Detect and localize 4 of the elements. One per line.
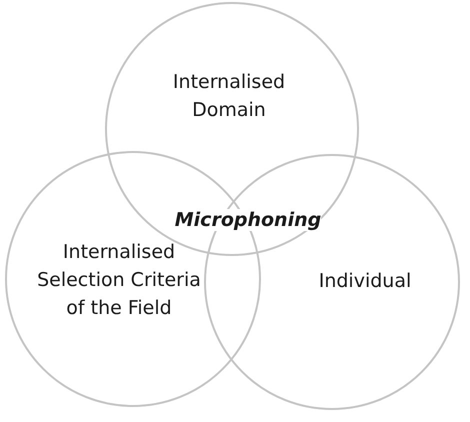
circle-label: Internalised Domain [172,70,286,123]
overlap-label: Microphoning [174,209,322,231]
circle-label: Internalised Selection Criteria of the Field [36,240,202,321]
circle-label: Individual [318,269,412,294]
